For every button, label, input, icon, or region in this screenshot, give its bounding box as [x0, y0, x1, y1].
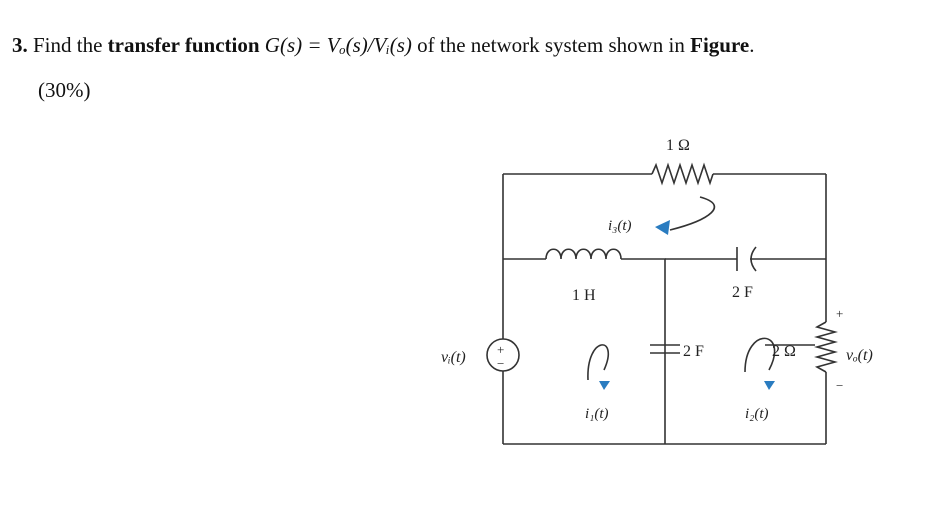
- resistor-1ohm: [651, 162, 714, 186]
- output-minus: −: [836, 378, 843, 393]
- label-i2: i₂(t): [745, 406, 769, 422]
- output-plus: +: [836, 306, 843, 321]
- label-source: vᵢ(t): [441, 349, 466, 366]
- label-inductor: 1 H: [572, 287, 596, 304]
- label-i3: i₃(t): [608, 218, 632, 234]
- capacitor-mid-2f: [650, 344, 680, 354]
- inductor-1h: [545, 248, 622, 260]
- question-text: 3. Find the transfer function G(s) = Vₒ(…: [12, 30, 755, 60]
- question-number: 3.: [12, 33, 28, 57]
- capacitor-top-2f: [736, 246, 757, 272]
- transfer-function-formula: G(s) = Vₒ(s)/Vᵢ(s): [264, 33, 412, 57]
- label-r-top: 1 Ω: [666, 137, 690, 154]
- loop-i1-arrow: [587, 344, 610, 381]
- voltage-source: [486, 338, 520, 372]
- loop-i3-arrow: [669, 196, 716, 231]
- question-text-1: Find the: [33, 33, 103, 57]
- i1-arrowhead: [599, 381, 610, 390]
- label-output: vₒ(t): [846, 347, 873, 364]
- source-plus: +: [497, 342, 504, 357]
- question-text-2: of the network system shown in: [417, 33, 685, 57]
- label-r-right: 2 Ω: [772, 343, 796, 360]
- label-cap-top: 2 F: [732, 284, 753, 301]
- loop-i2-arrow: [744, 337, 776, 373]
- question-bold-term: transfer function: [107, 33, 260, 57]
- question-weight: (30%): [38, 78, 91, 102]
- source-minus: −: [497, 356, 504, 371]
- i2-arrowhead: [764, 381, 775, 390]
- resistor-out: [814, 321, 838, 373]
- label-i1: i₁(t): [585, 406, 609, 422]
- label-cap-mid: 2 F: [683, 343, 704, 360]
- figure-reference: Figure: [690, 33, 750, 57]
- i3-arrowhead: [655, 220, 670, 235]
- question-period: .: [749, 33, 755, 57]
